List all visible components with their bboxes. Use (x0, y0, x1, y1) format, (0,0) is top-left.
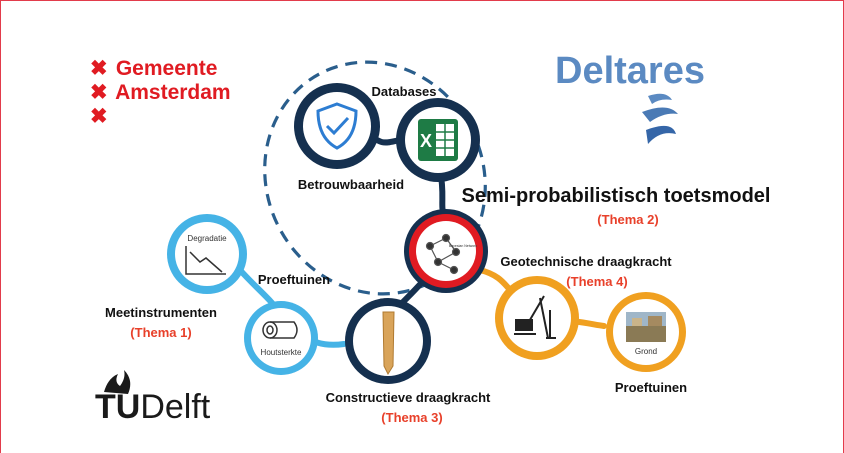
amsterdam-cross-icon: ✖ (90, 57, 108, 80)
node-constructieve (345, 298, 431, 384)
deltares-logo-text: Deltares (555, 50, 705, 92)
node-houtsterkte: Houtsterkte (244, 301, 318, 375)
geotechnische-label: Geotechnische draagkracht (500, 254, 672, 269)
degradatie-caption: Degradatie (187, 234, 227, 243)
node-grond: Grond (606, 292, 686, 372)
node-center: Bayesian Network (404, 209, 488, 293)
thema1-label: (Thema 1) (130, 325, 191, 340)
tudelft-logo: TUDelft (95, 388, 210, 427)
network-graph-icon (425, 233, 461, 275)
betrouwbaarheid-label: Betrouwbaarheid (298, 177, 404, 192)
amsterdam-logo-text2: Amsterdam (115, 81, 231, 104)
amsterdam-logo-line3: ✖ (90, 106, 110, 128)
houtsterkte-caption: Houtsterkte (261, 348, 302, 357)
pile-driver-icon (514, 295, 556, 339)
wooden-pile-icon (382, 311, 395, 376)
center-title: Semi-probabilistisch toetsmodel (462, 185, 771, 207)
meetinstrumenten-label: Meetinstrumenten (105, 305, 217, 320)
field-photo (626, 312, 666, 342)
declining-chart-icon (185, 246, 226, 275)
amsterdam-logo-text1: Gemeente (115, 57, 218, 80)
amsterdam-cross-icon: ✖ (90, 105, 108, 128)
thema3-label: (Thema 3) (381, 410, 442, 425)
thema4-label: (Thema 4) (566, 274, 627, 289)
amsterdam-logo-line2: ✖ Amsterdam (90, 82, 231, 104)
node-betrouwbaarheid (294, 83, 380, 169)
svg-text:X: X (420, 131, 432, 151)
grond-caption: Grond (635, 347, 657, 356)
center-theme: (Thema 2) (597, 212, 658, 227)
proeftuinen-right-label: Proeftuinen (615, 380, 687, 395)
proeftuinen-left-label: Proeftuinen (258, 272, 330, 287)
deltares-wave-icon (642, 93, 678, 144)
node-degradatie: Degradatie (167, 214, 247, 294)
amsterdam-logo-line1: ✖ Gemeente (90, 58, 217, 80)
tudelft-logo-tu: TU (95, 388, 141, 426)
amsterdam-cross-icon: ✖ (90, 81, 108, 104)
excel-icon: X (418, 119, 458, 161)
wood-log-icon (262, 321, 298, 339)
node-databases: X (396, 98, 480, 182)
databases-label: Databases (371, 84, 436, 99)
node-geotechnische (495, 276, 579, 360)
constructieve-label: Constructieve draagkracht (326, 390, 491, 405)
shield-check-icon (316, 102, 358, 150)
tudelft-flame-icon (104, 370, 131, 394)
tudelft-logo-delft: Delft (140, 388, 211, 426)
center-inner-caption: Bayesian Network (449, 244, 477, 248)
